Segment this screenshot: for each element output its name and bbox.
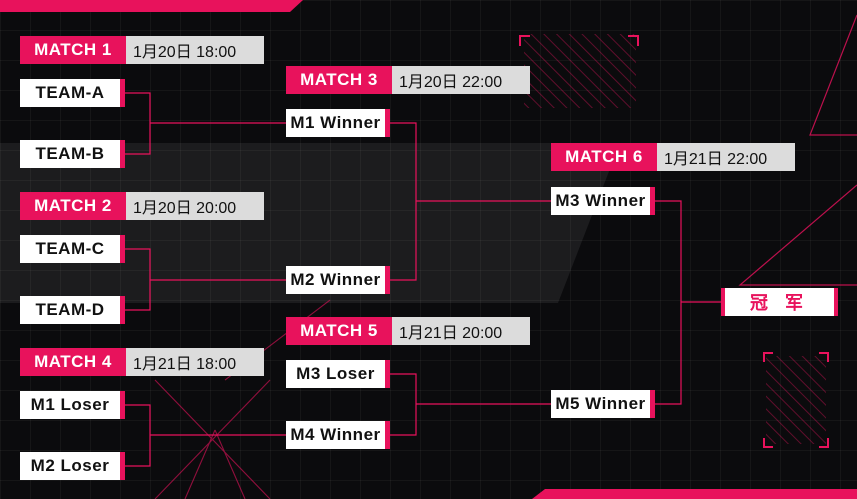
match-label: MATCH 5 [286, 317, 392, 345]
match-label: MATCH 1 [20, 36, 126, 64]
match-time: 1月20日 22:00 [392, 66, 530, 94]
champion-slot[interactable]: 冠 军 [721, 288, 838, 316]
m5-winner-slot[interactable]: M5 Winner [551, 390, 655, 418]
match-time: 1月21日 20:00 [392, 317, 530, 345]
team-a-slot[interactable]: TEAM-A [20, 79, 125, 107]
m2-loser-slot[interactable]: M2 Loser [20, 452, 125, 480]
match-1-header: MATCH 1 1月20日 18:00 [20, 36, 264, 64]
match-label: MATCH 2 [20, 192, 126, 220]
m1-loser-slot[interactable]: M1 Loser [20, 391, 125, 419]
m2-winner-slot[interactable]: M2 Winner [286, 266, 390, 294]
match-label: MATCH 3 [286, 66, 392, 94]
team-c-slot[interactable]: TEAM-C [20, 235, 125, 263]
match-label: MATCH 6 [551, 143, 657, 171]
match-4-header: MATCH 4 1月21日 18:00 [20, 348, 264, 376]
m1-winner-slot[interactable]: M1 Winner [286, 109, 390, 137]
match-6-header: MATCH 6 1月21日 22:00 [551, 143, 795, 171]
m3-loser-slot[interactable]: M3 Loser [286, 360, 390, 388]
match-label: MATCH 4 [20, 348, 126, 376]
match-5-header: MATCH 5 1月21日 20:00 [286, 317, 530, 345]
match-time: 1月21日 18:00 [126, 348, 264, 376]
team-b-slot[interactable]: TEAM-B [20, 140, 125, 168]
match-time: 1月21日 22:00 [657, 143, 795, 171]
match-time: 1月20日 20:00 [126, 192, 264, 220]
match-2-header: MATCH 2 1月20日 20:00 [20, 192, 264, 220]
m4-winner-slot[interactable]: M4 Winner [286, 421, 390, 449]
match-time: 1月20日 18:00 [126, 36, 264, 64]
team-d-slot[interactable]: TEAM-D [20, 296, 125, 324]
match-3-header: MATCH 3 1月20日 22:00 [286, 66, 530, 94]
m3-winner-slot[interactable]: M3 Winner [551, 187, 655, 215]
